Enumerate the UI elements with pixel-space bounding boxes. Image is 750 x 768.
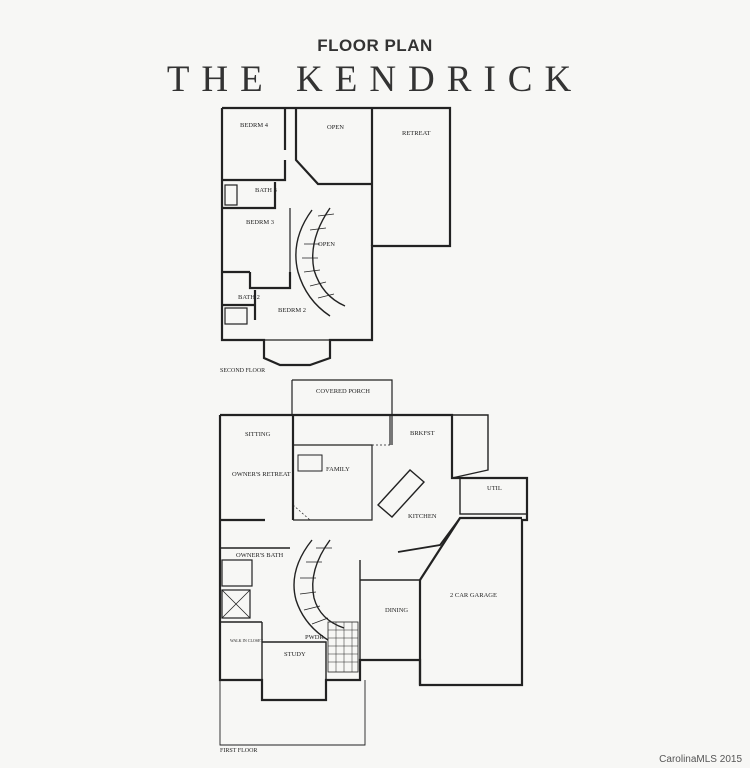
- room-label-sitting: SITTING: [245, 431, 271, 438]
- room-label-owners-bath: OWNER'S BATH: [236, 552, 284, 559]
- room-label-bath3: BATH 3: [255, 187, 277, 194]
- room-label-bedrm2: BEDRM 2: [278, 307, 306, 314]
- room-label-kitchen: KITCHEN: [408, 513, 437, 520]
- room-label-bath2: BATH 2: [238, 294, 260, 301]
- plan-heading: FLOOR PLAN: [317, 36, 433, 55]
- room-label-family: FAMILY: [326, 466, 350, 473]
- room-label-open-stair: OPEN: [318, 241, 335, 248]
- room-label-owners-retreat: OWNER'S RETREAT: [232, 471, 291, 478]
- room-label-garage: 2 CAR GARAGE: [450, 592, 497, 599]
- room-label-study: STUDY: [284, 651, 306, 658]
- floor-label-first: FIRST FLOOR: [220, 748, 257, 754]
- room-label-covered-porch: COVERED PORCH: [316, 388, 370, 395]
- room-label-util: UTIL: [487, 485, 502, 492]
- room-label-bedrm4: BEDRM 4: [240, 122, 269, 129]
- first-floor-walls: [218, 379, 529, 746]
- plan-title: THE KENDRICK: [166, 59, 584, 100]
- room-label-open-top: OPEN: [327, 124, 344, 131]
- room-label-brkfst: BRKFST: [410, 430, 435, 437]
- room-label-retreat: RETREAT: [402, 130, 431, 137]
- mls-credit: CarolinaMLS 2015: [659, 754, 742, 765]
- room-label-bedrm3: BEDRM 3: [246, 219, 274, 226]
- room-label-pwdr: PWDR: [305, 634, 324, 641]
- room-label-dining: DINING: [385, 607, 408, 614]
- second-floor-walls: [220, 106, 452, 367]
- room-label-walk-in-closet: WALK IN CLOSET: [230, 638, 263, 643]
- floor-label-second: SECOND FLOOR: [220, 368, 265, 374]
